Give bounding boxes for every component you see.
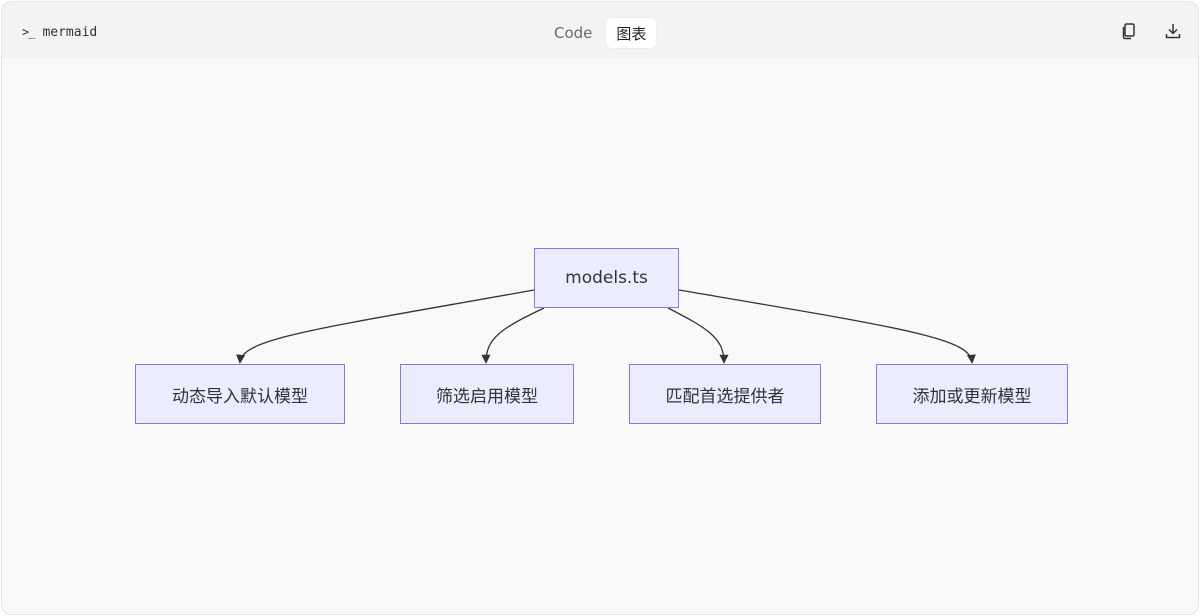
language-indicator: >_ mermaid [22, 22, 97, 42]
node-child: 匹配首选提供者 [629, 364, 821, 424]
tab-diagram[interactable]: 图表 [606, 18, 657, 48]
download-button[interactable] [1162, 20, 1184, 42]
edge-a-c [481, 307, 545, 364]
edge-a-b [236, 289, 535, 364]
node-child: 添加或更新模型 [876, 364, 1068, 424]
diagram-edges [236, 289, 976, 364]
edge-a-e [678, 289, 976, 364]
copy-button[interactable] [1118, 20, 1140, 42]
code-block-toolbar: >_ mermaid Code 图表 [2, 2, 1198, 58]
node-child: 筛选启用模型 [400, 364, 574, 424]
diagram-canvas: models.ts 动态导入默认模型 筛选启用模型 匹配首选提供者 添加或更新模… [2, 58, 1198, 614]
edge-a-d [667, 307, 729, 364]
node-child: 动态导入默认模型 [135, 364, 345, 424]
download-icon [1165, 24, 1181, 39]
view-tabs: Code 图表 [544, 18, 657, 48]
tab-code[interactable]: Code [554, 24, 593, 42]
terminal-prompt-icon: >_ [22, 25, 35, 39]
node-root: models.ts [534, 248, 679, 308]
copy-icon [1122, 23, 1135, 40]
language-label: mermaid [42, 24, 98, 40]
